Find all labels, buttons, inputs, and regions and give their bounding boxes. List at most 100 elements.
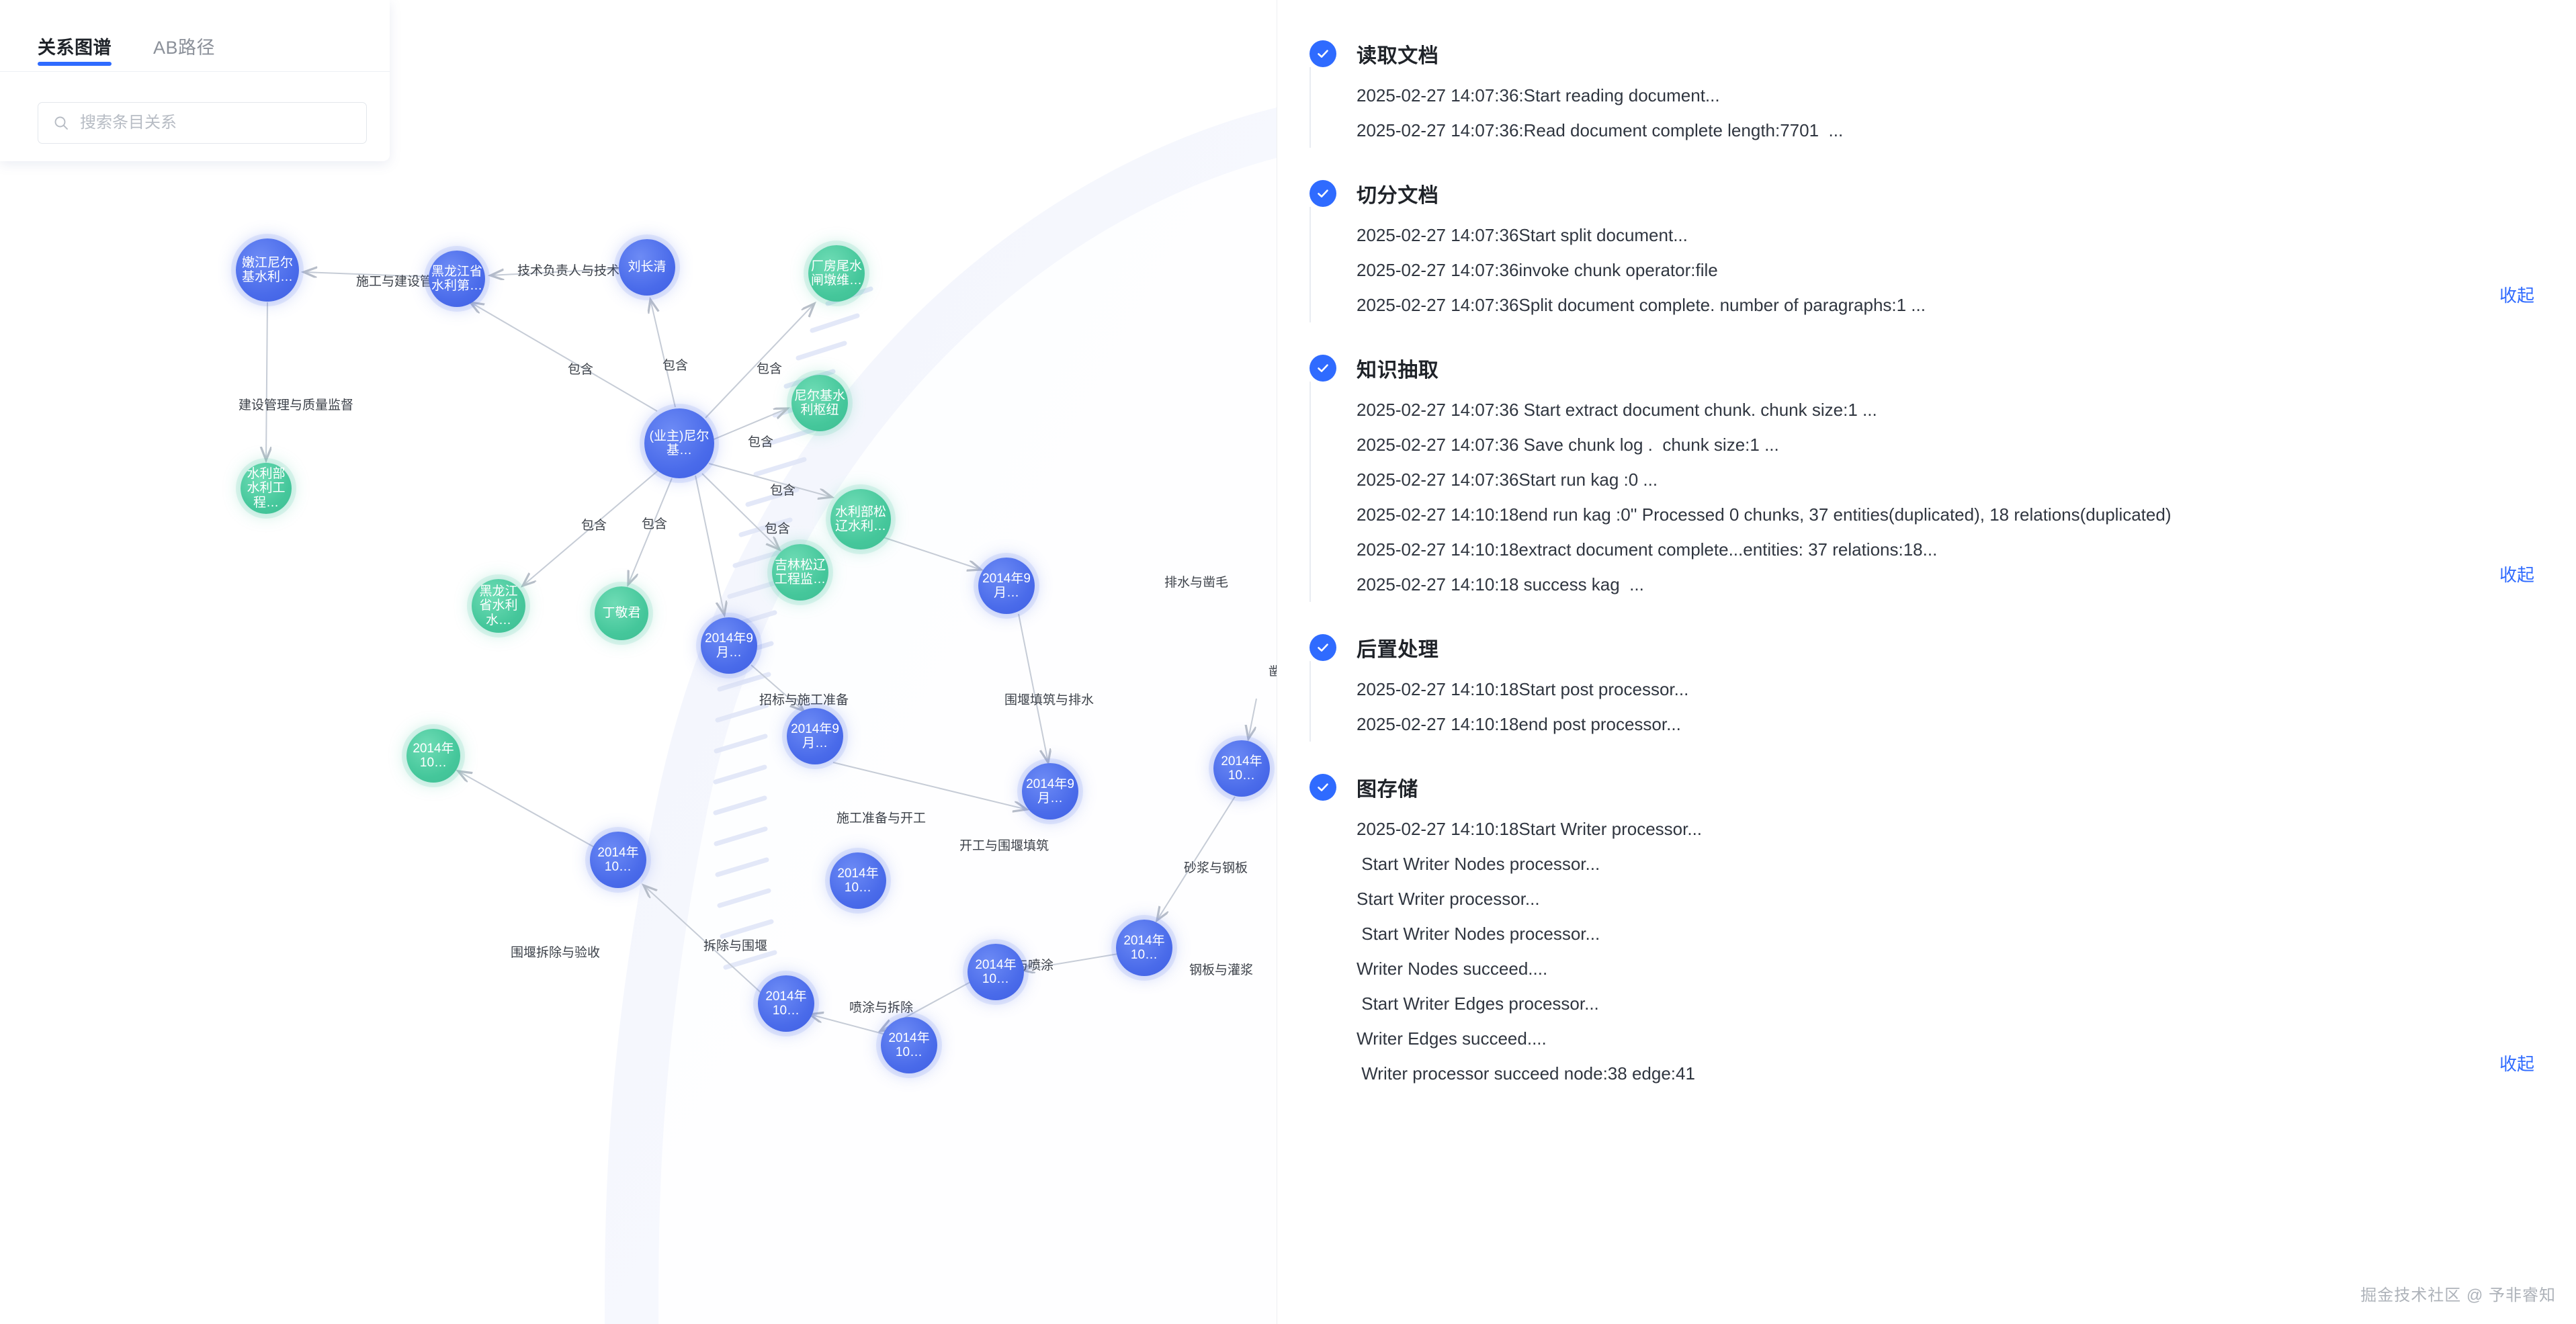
graph-node[interactable]: 2014年10… [758, 975, 814, 1032]
graph-edge-label: 开工与围堰填筑 [959, 839, 1049, 853]
check-circle-icon [1310, 774, 1336, 801]
log-section: 图存储 2025-02-27 14:10:18Start Writer proce… [1277, 770, 2576, 1091]
graph-node-label: 吉林松辽工程监… [775, 558, 826, 586]
graph-node[interactable]: 嫩江尼尔基水利… [236, 238, 299, 302]
log-line: 2025-02-27 14:07:36:Read document comple… [1357, 120, 1844, 140]
log-section-header[interactable]: 图存储 [1310, 770, 2576, 805]
graph-edge-label: 包含 [662, 359, 689, 373]
graph-node[interactable]: 水利部松辽水利… [830, 489, 891, 549]
log-line: Writer Edges succeed.... [1357, 1028, 1547, 1049]
graph-node[interactable]: 2014年10… [406, 729, 460, 783]
graph-node[interactable]: 丁敬君 [595, 586, 648, 640]
log-line: 2025-02-27 14:10:18end run kag :0'' Proc… [1357, 504, 2172, 525]
log-line: 2025-02-27 14:10:18Start post processor.… [1357, 679, 1689, 699]
graph-node[interactable]: 尼尔基水利枢纽 [791, 375, 848, 431]
graph-node[interactable]: 刘长清 [619, 239, 675, 296]
graph-node[interactable]: (业主)尼尔基… [644, 408, 714, 478]
graph-node-label: 2014年10… [765, 989, 807, 1018]
log-line: 2025-02-27 14:07:36 Save chunk log . chu… [1357, 435, 1779, 455]
log-line: Start Writer Edges processor... [1357, 994, 1599, 1014]
collapse-link[interactable]: 收起 [2499, 1054, 2534, 1074]
log-section: 后置处理 2025-02-27 14:10:18Start post proces… [1277, 630, 2576, 742]
log-section-header[interactable]: 后置处理 [1310, 630, 2576, 665]
log-line: Writer processor succeed node:38 edge:41 [1357, 1063, 1695, 1084]
relation-graph-panel: 嫩江尼尔基水利… 黑龙江省水利第… 刘长清 厂房尾水闸墩维… 水利部水利工程… 尼尔基水利… [0, 0, 1277, 1324]
tab-active-indicator [38, 62, 112, 66]
graph-node[interactable]: 2014年9月… [701, 617, 757, 674]
tab-ab-path[interactable]: AB路径 [153, 32, 215, 63]
log-section-title: 读取文档 [1357, 45, 1439, 67]
collapse-link[interactable]: 收起 [2499, 565, 2534, 585]
log-line: 2025-02-27 14:10:18 success kag ... [1357, 574, 1644, 594]
log-section-body: 2025-02-27 14:10:18Start post processor.… [1357, 672, 2576, 742]
timeline-rail [1310, 382, 1311, 602]
graph-node[interactable]: 黑龙江省水利水… [472, 579, 525, 633]
graph-edges [0, 0, 1257, 1035]
graph-edge-label: 拆除与围堰 [703, 939, 768, 953]
tab-bar: 关系图谱 AB路径 [0, 32, 390, 72]
graph-node-label: 2014年10… [413, 741, 454, 770]
graph-edge-label: 包含 [770, 484, 796, 498]
log-section-body: 2025-02-27 14:07:36 Start extract docume… [1357, 392, 2576, 602]
graph-node-label: 2014年10… [1123, 933, 1165, 962]
graph-node[interactable]: 2014年10… [968, 944, 1024, 1000]
graph-edge-label: 砂浆与钢板 [1184, 861, 1248, 875]
search-box[interactable] [38, 102, 367, 144]
search-icon [54, 116, 68, 130]
collapse-link[interactable]: 收起 [2499, 285, 2534, 306]
graph-node[interactable]: 2014年10… [881, 1017, 937, 1073]
graph-node[interactable]: 2014年9月… [978, 558, 1035, 614]
graph-node-label: 2014年9月… [1026, 777, 1074, 805]
graph-node[interactable]: 厂房尾水闸墩维… [808, 245, 865, 302]
graph-node[interactable]: 黑龙江省水利第… [429, 251, 485, 307]
graph-edge-label: 施工与建设管理 [356, 275, 446, 289]
graph-node-label: 2014年10… [1221, 754, 1262, 783]
graph-node-label: 嫩江尼尔基水利… [241, 255, 293, 284]
graph-edge-label: 钢板与灌浆 [1189, 963, 1254, 977]
check-circle-icon [1310, 634, 1336, 661]
log-line: 2025-02-27 14:07:36:Start reading docume… [1357, 85, 1720, 105]
log-section-header[interactable]: 切分文档 [1310, 176, 2576, 211]
search-input[interactable] [79, 113, 337, 133]
graph-node-label: 2014年9月… [705, 631, 753, 660]
log-section: 知识抽取 2025-02-27 14:07:36 Start extract do… [1277, 351, 2576, 602]
log-section: 读取文档 2025-02-27 14:07:36:Start reading do… [1277, 36, 2576, 148]
graph-controls-card: 关系图谱 AB路径 [0, 0, 390, 161]
log-line: Start Writer processor... [1357, 889, 1540, 909]
tab-relation-graph[interactable]: 关系图谱 [38, 32, 112, 66]
log-line: 2025-02-27 14:07:36Start split document.… [1357, 225, 1688, 245]
graph-edge-label: 排水与凿毛 [1164, 576, 1229, 590]
graph-edge-label: 包含 [581, 519, 607, 533]
graph-node[interactable]: 水利部水利工程… [241, 463, 292, 514]
log-line: 2025-02-27 14:10:18extract document comp… [1357, 539, 1938, 560]
graph-node[interactable]: 2014年10… [1213, 740, 1270, 797]
pipeline-log-panel: 读取文档 2025-02-27 14:07:36:Start reading do… [1277, 0, 2576, 1324]
graph-node-label: 水利部水利工程… [247, 467, 286, 510]
log-line: 2025-02-27 14:07:36 Start extract docume… [1357, 400, 1877, 420]
tab-relation-graph-label: 关系图谱 [38, 38, 112, 58]
log-section-body: 2025-02-27 14:10:18Start Writer processo… [1357, 811, 2576, 1091]
graph-edge-label: 包含 [568, 363, 594, 377]
graph-node[interactable]: 吉林松辽工程监… [772, 544, 828, 601]
log-line: 2025-02-27 14:07:36invoke chunk operator… [1357, 260, 1718, 280]
graph-node-label: 2014年9月… [982, 571, 1031, 600]
log-line: Writer Nodes succeed.... [1357, 959, 1548, 979]
log-line: 2025-02-27 14:07:36Start run kag :0 ... [1357, 470, 1658, 490]
log-section-body: 2025-02-27 14:07:36Start split document.… [1357, 218, 2576, 322]
graph-node[interactable]: 2014年10… [830, 852, 886, 909]
graph-node[interactable]: 2014年10… [590, 832, 646, 888]
graph-node[interactable]: 2014年10… [1116, 920, 1172, 976]
graph-node-label: 2014年10… [837, 866, 879, 895]
graph-edge-label: 包含 [757, 362, 783, 376]
graph-node[interactable]: 2014年9月… [1022, 763, 1078, 820]
graph-node[interactable]: 2014年9月… [787, 708, 843, 764]
graph-node-label: 黑龙江省水利第… [431, 264, 483, 293]
log-section-header[interactable]: 读取文档 [1310, 36, 2576, 71]
log-section-header[interactable]: 知识抽取 [1310, 351, 2576, 386]
graph-edge-label: 凿毛… [1269, 665, 1277, 679]
graph-node-label: 水利部松辽水利… [834, 504, 886, 533]
graph-node-label: 2014年10… [597, 845, 639, 874]
check-circle-icon [1310, 180, 1336, 207]
log-section-list: 读取文档 2025-02-27 14:07:36:Start reading do… [1277, 0, 2576, 1091]
timeline-rail [1310, 661, 1311, 742]
